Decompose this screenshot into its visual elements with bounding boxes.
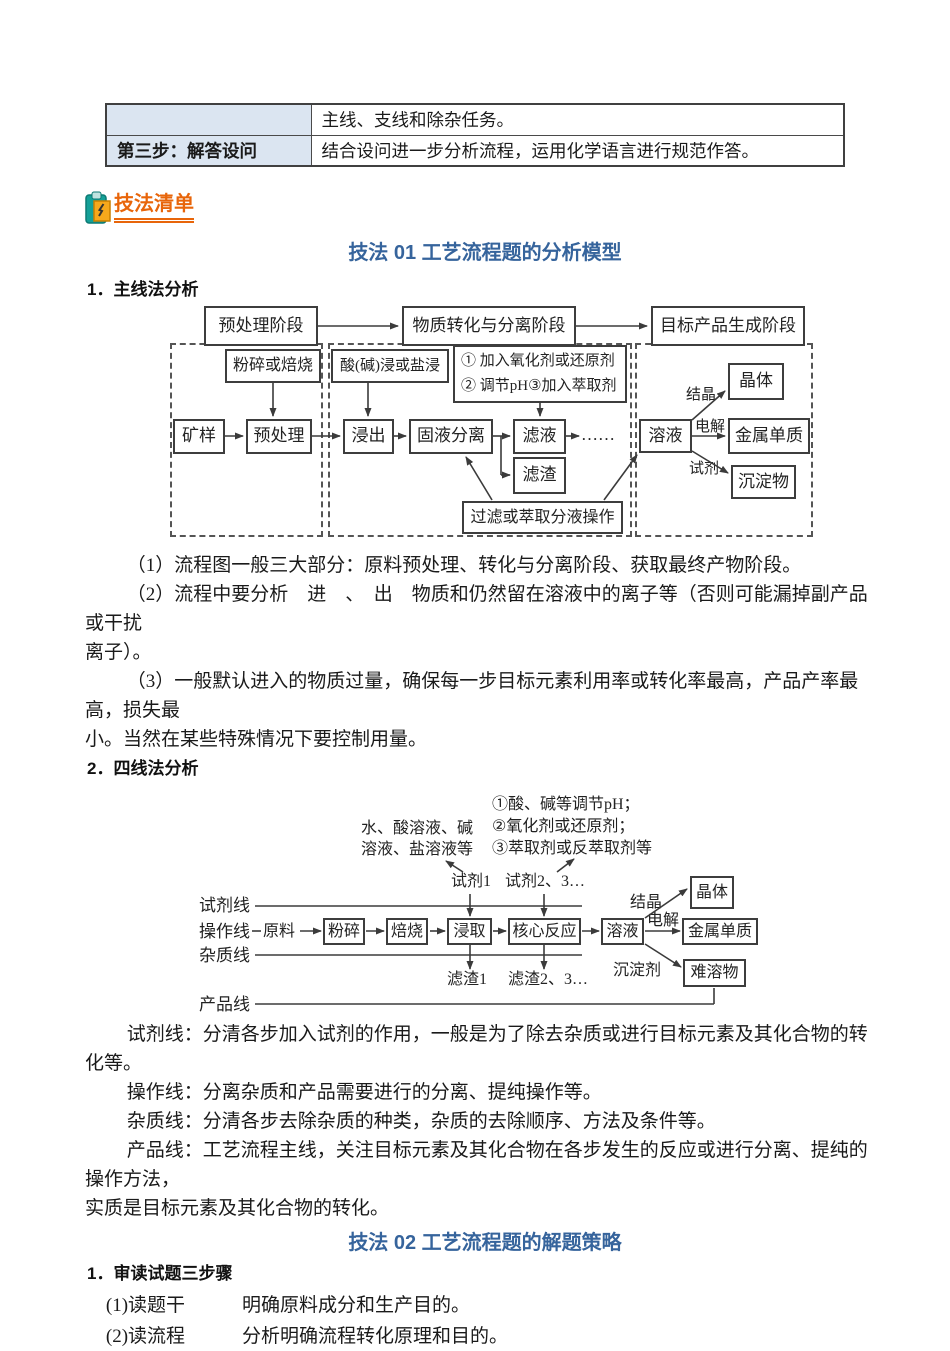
- impurity-line-label: 杂质线: [199, 946, 250, 965]
- table-cell: 结合设问进一步分析流程，运用化学语言进行规范作答。: [310, 134, 845, 167]
- product-line-label: 产品线: [199, 995, 250, 1014]
- residue1-label: 滤渣1: [447, 971, 488, 988]
- stage-box: 预处理阶段: [204, 306, 318, 346]
- section1-title: 技法 01 工艺流程题的分析模型: [348, 242, 622, 264]
- reagents-note: 水、酸溶液、碱 溶液、盐溶液等: [361, 820, 474, 858]
- metal-box: 金属单质: [728, 418, 810, 454]
- acid-leach-box: 酸(碱)浸或盐浸: [331, 349, 449, 383]
- crystal-box: 晶体: [728, 363, 784, 400]
- line-note: 试剂线：分清各步加入试剂的作用，一般是为了除去杂质或进行目标元素及其化合物的转化…: [85, 1024, 868, 1074]
- operation-line-label: 操作线: [199, 922, 250, 941]
- section-badge: 技法清单: [85, 191, 885, 227]
- solid-liquid-sep-box: 固液分离: [409, 419, 493, 454]
- reagent-line-label: 试剂线: [199, 896, 250, 915]
- ellipsis-label: ……: [581, 425, 615, 444]
- fourline-analysis-diagram: 水、酸溶液、碱 溶液、盐溶液等 ①酸、碱等调节pH； ②氧化剂或还原剂； ③萃取…: [85, 782, 800, 1032]
- section2-title: 技法 02 工艺流程题的解题策略: [348, 1232, 622, 1254]
- review-step: (2)读流程 分析明确流程转化原理和目的。: [105, 1326, 509, 1347]
- fourline-notes: 试剂线：分清各步加入试剂的作用，一般是为了除去杂质或进行目标元素及其化合物的转化…: [85, 1020, 885, 1223]
- leach-out-box: 浸出: [343, 419, 394, 454]
- review-steps: (1)读题干 明确原料成分和生产目的。 (2)读流程 分析明确流程转化原理和目的…: [85, 1291, 885, 1351]
- solution-box: 溶液: [601, 918, 644, 945]
- diagram1-connectors: [225, 322, 729, 501]
- subheading-fourline: 2．四线法分析: [87, 759, 199, 778]
- paragraph: （1）流程图一般三大部分：原料预处理、转化与分离阶段、获取最终产物阶段。: [126, 555, 802, 576]
- table-cell: 主线、支线和除杂任务。: [310, 103, 845, 136]
- precipitate-box: 沉淀物: [731, 465, 796, 499]
- filter-extract-op-box: 过滤或萃取分液操作: [462, 501, 623, 534]
- metal-box: 金属单质: [682, 918, 758, 945]
- table-row: 主线、支线和除杂任务。: [105, 103, 845, 136]
- crystallize-label: 结晶: [686, 387, 717, 403]
- ore-sample-box: 矿样: [173, 419, 225, 454]
- raw-material-label: 原料: [263, 923, 296, 940]
- reagent23-label: 试剂2、3…: [505, 873, 586, 890]
- precipitant-label: 沉淀剂: [613, 962, 662, 979]
- reagent-label: 试剂: [689, 461, 720, 477]
- insoluble-box: 难溶物: [683, 959, 746, 987]
- core-reaction-box: 核心反应: [508, 918, 581, 945]
- line-note: 操作线：分离杂质和产品需要进行的分离、提纯操作等。: [126, 1082, 602, 1103]
- crush-box: 粉碎: [323, 918, 365, 945]
- steps-table: 主线、支线和除杂任务。 第三步：解答设问 结合设问进一步分析流程，运用化学语言进…: [105, 103, 845, 167]
- paragraph: （3）一般默认进入的物质过量，确保每一步目标元素利用率或转化率最高，产品产率最高…: [85, 671, 859, 750]
- badge-label: 技法清单: [114, 191, 194, 223]
- crush-roast-box: 粉碎或焙烧: [225, 349, 321, 383]
- diagram2-connectors: [252, 858, 715, 1005]
- stage-box: 物质转化与分离阶段: [402, 306, 576, 346]
- table-row-header: 第三步：解答设问: [105, 134, 312, 167]
- leach-box: 浸取: [447, 918, 492, 945]
- steps-note: ①酸、碱等调节pH； ②氧化剂或还原剂； ③萃取剂或反萃取剂等: [492, 796, 653, 857]
- table-row-header: [105, 103, 312, 136]
- residue23-label: 滤渣2、3…: [508, 971, 589, 988]
- electrolysis-label: 电解: [695, 419, 726, 435]
- agent-note-box: ① 加入氧化剂或还原剂 ② 调节pH③加入萃取剂: [453, 345, 627, 403]
- review-step: (1)读题干 明确原料成分和生产目的。: [105, 1295, 471, 1316]
- paragraph: （2）流程中要分析 进 、 出 物质和仍然留在溶液中的离子等（否则可能漏掉副产品…: [85, 584, 868, 663]
- roast-box: 焙烧: [386, 918, 428, 945]
- crystallize-label: 结晶: [630, 894, 663, 911]
- line-note: 产品线：工艺流程主线，关注目标元素及其化合物在各步发生的反应或进行分离、提纯的操…: [85, 1140, 868, 1219]
- mainline-analysis-diagram: 预处理阶段 物质转化与分离阶段 目标产品生成阶段 粉碎或焙烧 酸(碱)浸或盐浸 …: [85, 301, 865, 543]
- solution-box: 溶液: [639, 419, 692, 453]
- filtrate-box: 滤液: [513, 419, 566, 454]
- table-row: 第三步：解答设问 结合设问进一步分析流程，运用化学语言进行规范作答。: [105, 134, 845, 167]
- stage-box: 目标产品生成阶段: [651, 306, 805, 346]
- line-note: 杂质线：分清各步去除杂质的种类，杂质的去除顺序、方法及条件等。: [126, 1111, 716, 1132]
- mainline-notes: （1）流程图一般三大部分：原料预处理、转化与分离阶段、获取最终产物阶段。 （2）…: [85, 551, 885, 754]
- crystal-box: 晶体: [690, 876, 734, 909]
- subheading-mainline: 1．主线法分析: [87, 280, 199, 299]
- electrolysis-label: 电解: [647, 912, 680, 929]
- pretreat-box: 预处理: [246, 419, 312, 454]
- clipboard-icon: [85, 191, 112, 225]
- residue-box: 滤渣: [513, 457, 566, 494]
- subheading-review-steps: 1．审读试题三步骤: [87, 1264, 233, 1283]
- reagent1-label: 试剂1: [451, 873, 492, 890]
